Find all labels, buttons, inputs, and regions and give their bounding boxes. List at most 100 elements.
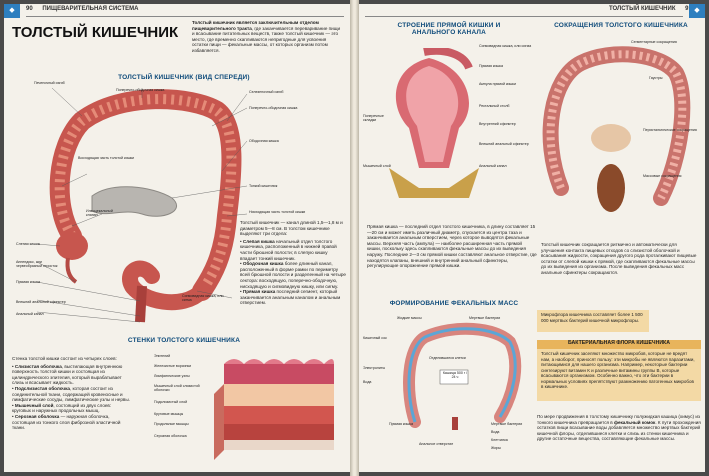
wall-intro: Стенка толстой кишки состоит из четырех … — [12, 356, 117, 361]
label-small-intestine: Тонкий кишечник — [249, 184, 278, 188]
rectum-label-8: Поперечные складки — [363, 114, 384, 123]
contraction-label-4: Массовые сокращения — [643, 174, 682, 178]
wall-side — [214, 384, 224, 460]
label-colon: Ободочная кишка — [249, 139, 279, 143]
layer-3: • Мышечный слой, состоящий из двух слоев… — [12, 402, 112, 414]
part-colon-name: Ободочная кишка — [242, 261, 284, 267]
contraction-haustra — [546, 50, 687, 200]
rectum-text: Прямая кишка — последний отдел толстого … — [367, 224, 537, 269]
circular-muscle-layer — [224, 406, 334, 424]
right-page: ТОЛСТЫЙ КИШЕЧНИК 91 ◆ СТРОЕНИЕ ПРЯМОЙ КИ… — [359, 4, 705, 472]
feces-label-6: Вода — [363, 380, 372, 384]
colon-diagram-title: ТОЛСТЫЙ КИШЕЧНИК (ВИД СПЕРЕДИ) — [118, 74, 250, 81]
part-cecum-text: начальный отдел толстого кишечника, расп… — [240, 238, 337, 261]
layer-1-text: , выстилающая внутреннюю поверхность тол… — [12, 363, 123, 386]
part-cecum-name: Слепая кишка — [242, 238, 275, 244]
feces-title: ФОРМИРОВАНИЕ ФЕКАЛЬНЫХ МАСС — [389, 300, 519, 307]
contraction-text: Толстый кишечник сокращается ритмично и … — [541, 242, 697, 275]
feces-badge-box — [439, 369, 469, 385]
colon-haustra — [54, 94, 237, 294]
colon-intro: Толстый кишечник — канал длиной 1,5—1,8 … — [240, 220, 343, 237]
feces-illustration — [403, 322, 522, 430]
contraction-label-2: Гаустры — [649, 76, 663, 80]
wall-label-6: Круговые мышцы — [154, 412, 184, 416]
right-chapter-tab-icon: ◆ — [689, 4, 705, 18]
right-page-number: 91 — [685, 6, 692, 12]
layer-1-name: Слизистая оболочка — [14, 363, 62, 369]
left-page-number: 90 — [26, 6, 33, 12]
rectum-illustration — [389, 48, 479, 198]
right-section: ТОЛСТЫЙ КИШЕЧНИК — [609, 6, 676, 12]
label-rectum: Прямая кишка — [16, 280, 41, 284]
wall-label-1: Эпителий — [154, 354, 171, 358]
label-hepatic-flexure: Печеночный изгиб — [34, 81, 65, 85]
feces-label-1: Жидкие массы — [397, 316, 422, 320]
contraction-title: СОКРАЩЕНИЯ ТОЛСТОГО КИШЕЧНИКА — [554, 22, 688, 29]
appendix-shape — [65, 257, 78, 284]
pelvic-floor — [389, 168, 479, 198]
rectum-label-1: Сигмовидная кишка, или сигма — [479, 44, 532, 48]
wall-title: СТЕНКИ ТОЛСТОГО КИШЕЧНИКА — [127, 337, 241, 344]
left-section: ПИЩЕВАРИТЕЛЬНАЯ СИСТЕМА — [42, 6, 139, 12]
label-splenic-flexure: Селезеночный изгиб — [249, 90, 284, 94]
contraction-illustration — [542, 46, 691, 212]
part-cecum: • Слепая кишка начальный отдел толстого … — [240, 238, 337, 261]
feces-label-3: Кишечный сок — [363, 336, 387, 340]
feces-label-12: Жиры — [491, 446, 501, 450]
wall-illustration — [214, 359, 334, 460]
intro-paragraph: Толстый кишечник является заключительным… — [192, 20, 342, 54]
leader-lines — [36, 87, 248, 323]
page-title: ТОЛСТЫЙ КИШЕЧНИК — [12, 24, 179, 41]
rectum-label-2: Прямая кишка — [479, 64, 504, 68]
part-rectum-name: Прямая кишка — [242, 289, 276, 295]
part-colon-text: более длинный канал, расположенный в фор… — [240, 261, 346, 289]
layer-2-text: , которая состоит из соединительной ткан… — [12, 385, 130, 403]
bottom-paragraph: По мере продвижения в толстому кишечнику… — [537, 414, 701, 442]
rectum-label-6: Внешний анальный сфинктер — [479, 142, 529, 146]
wall-label-8: Серозная оболочка — [154, 434, 187, 438]
longitudinal-muscle-layer — [224, 424, 334, 440]
right-header-rule — [365, 16, 683, 17]
contraction-label-3: Перистальтические сокращения — [643, 128, 697, 132]
feces-label-10: Вода — [491, 430, 500, 434]
feces-label-5: Электролиты — [363, 366, 386, 370]
sigmoid-segment — [423, 48, 473, 70]
right-running-header: ТОЛСТЫЙ КИШЕЧНИК 91 — [609, 6, 692, 16]
left-page: ◆ 90 ПИЩЕВАРИТЕЛЬНАЯ СИСТЕМА ТОЛСТЫЙ КИШ… — [4, 4, 350, 472]
feces-label-7: Прямая кишка — [389, 422, 414, 426]
layer-2: • Подслизистая оболочка, которая состоит… — [12, 385, 130, 403]
microflora-info-box: Микрофлора кишечника составляет более 1 … — [537, 310, 649, 332]
part-colon: • Ободочная кишка более длинный канал, р… — [240, 261, 346, 289]
label-anal-canal: Анальный канал — [16, 312, 44, 316]
rectum-shape — [135, 285, 147, 323]
label-appendix: Аппендикс, или червеобразный отросток — [16, 260, 58, 269]
rectum-label-3: Ампула прямой кишки — [479, 82, 516, 86]
serosa-layer — [224, 440, 334, 450]
label-descending-colon: Нисходящая часть толстой кишки — [249, 210, 306, 214]
rectum-label-5: Внутренний сфинктер — [479, 122, 516, 126]
chapter-tab-icon: ◆ — [4, 4, 20, 18]
layer-4-text: — наружная оболочка, состоящая из тонког… — [12, 413, 121, 431]
contraction-detail-1 — [591, 124, 631, 152]
feces-label-8: Анальное отверстие — [419, 442, 454, 446]
label-external-sphincter: Внешний анальный сфинктер — [16, 300, 66, 304]
wall-label-4: Мышечный слой слизистой оболочки — [154, 384, 200, 393]
rectum-title: СТРОЕНИЕ ПРЯМОЙ КИШКИ И АНАЛЬНОГО КАНАЛА — [397, 22, 501, 36]
label-sigmoid: Сигмовидная кишка, или сигма — [182, 294, 224, 303]
cecum-shape — [56, 232, 88, 260]
bottom-text-b: . К пути прохождения остатков пищи всасы… — [537, 419, 701, 442]
bottom-text-bold: фекальный комок — [613, 419, 656, 425]
flora-title: БАКТЕРИАЛЬНАЯ ФЛОРА КИШЕЧНИКА — [537, 340, 701, 349]
feces-flow-path — [407, 327, 517, 423]
small-intestine-shape — [91, 186, 178, 217]
rectum-lumen — [406, 66, 459, 162]
mucosa-layer — [224, 364, 334, 384]
layer-4-name: Серозная оболочка — [14, 413, 60, 419]
submucosa-layer — [224, 384, 334, 406]
layer-3-text: , состоящий из двух слоев: круговых и на… — [12, 402, 112, 414]
contraction-detail-2 — [597, 164, 625, 212]
layer-3-name: Мышечный слой — [14, 402, 54, 408]
rectum-label-9: Мышечный слой — [363, 164, 391, 168]
wall-text: Стенка толстой кишки состоит из четырех … — [12, 356, 130, 431]
